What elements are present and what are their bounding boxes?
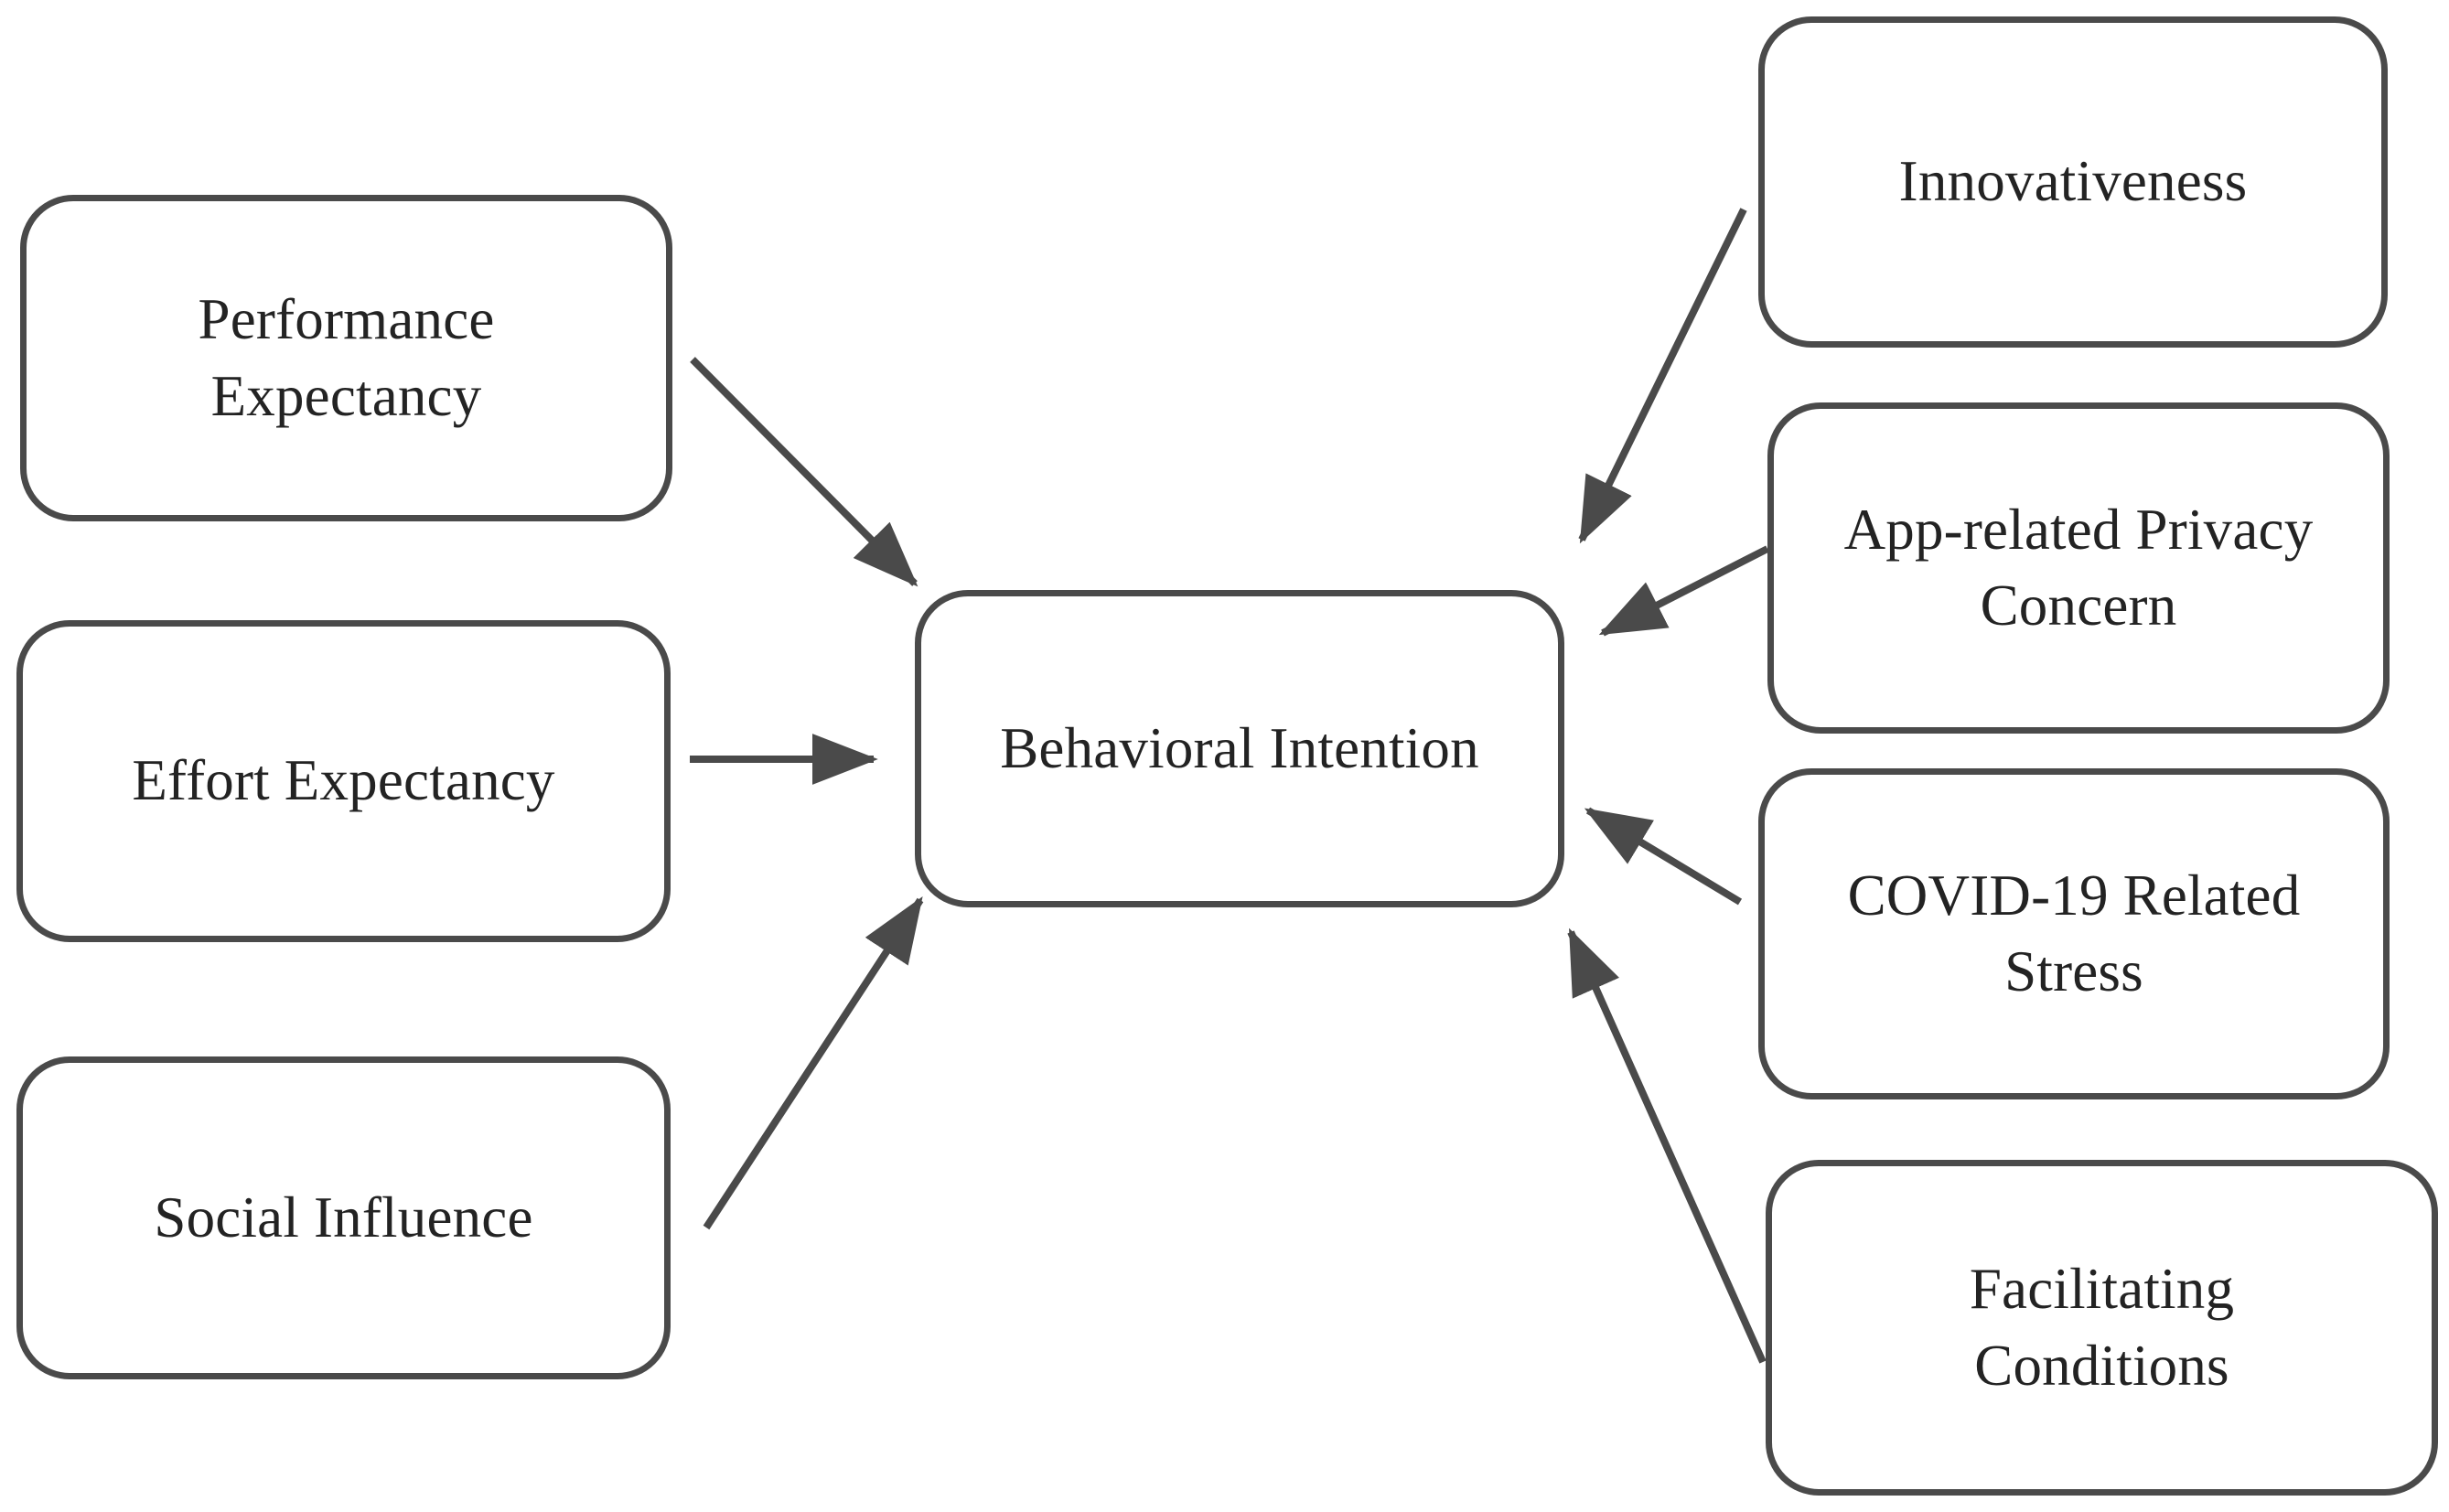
node-app-related-privacy-concern[interactable]: App-related Privacy Concern: [1767, 402, 2390, 734]
node-facilitating-conditions[interactable]: Facilitating Conditions: [1766, 1160, 2438, 1496]
node-label-effort-expectancy: Effort Expectancy: [132, 748, 555, 813]
node-effort-expectancy[interactable]: Effort Expectancy: [16, 620, 671, 942]
node-innovativeness[interactable]: Innovativeness: [1758, 16, 2388, 348]
node-covid-19-related-stress[interactable]: COVID-19 Related Stress: [1758, 768, 2390, 1099]
edge-performance-expectancy-to-behavioral-intention: [690, 357, 918, 587]
edge-innovativeness-to-behavioral-intention: [1578, 208, 1747, 544]
edge-app-privacy-concern-to-behavioral-intention: [1598, 545, 1769, 637]
node-label-facilitating-conditions: Facilitating Conditions: [1969, 1257, 2235, 1398]
node-label-social-influence: Social Influence: [154, 1185, 533, 1249]
edge-covid-stress-to-behavioral-intention: [1584, 807, 1743, 906]
edge-facilitating-conditions-to-behavioral-intention: [1567, 928, 1767, 1364]
node-label-app-related-privacy-concern: App-related Privacy Concern: [1843, 497, 2314, 638]
node-performance-expectancy[interactable]: Performance Expectancy: [20, 195, 672, 521]
node-social-influence[interactable]: Social Influence: [16, 1056, 671, 1379]
node-behavioral-intention[interactable]: Behavioral Intention: [915, 590, 1564, 907]
node-label-innovativeness: Innovativeness: [1898, 149, 2248, 214]
node-label-performance-expectancy: Performance Expectancy: [198, 287, 495, 428]
node-label-behavioral-intention: Behavioral Intention: [1000, 715, 1479, 780]
edge-social-influence-to-behavioral-intention: [703, 895, 924, 1230]
node-label-covid-19-related-stress: COVID-19 Related Stress: [1847, 863, 2301, 1003]
